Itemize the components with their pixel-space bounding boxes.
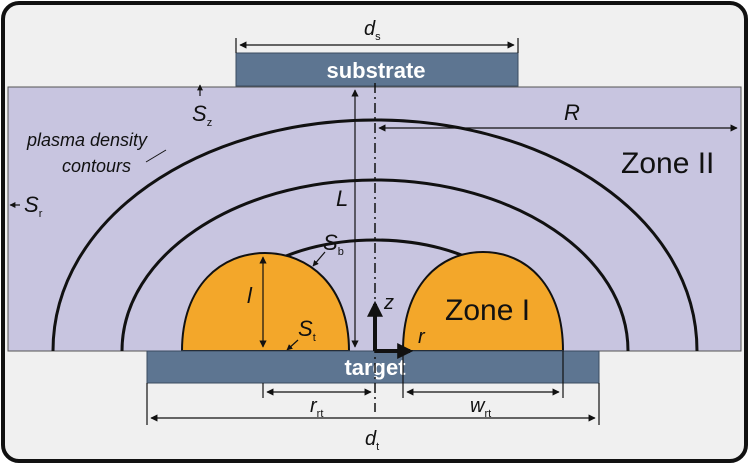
plasma-contour-outer: [51, 118, 699, 352]
z-label: z: [383, 292, 394, 314]
St-arrow: [286, 339, 299, 351]
St-label: St: [298, 316, 316, 344]
substrate-label: substrate: [326, 58, 425, 83]
R-label: R: [564, 100, 580, 125]
l-label: l: [247, 283, 253, 308]
ds-label: ds: [364, 18, 381, 43]
plasma-contours-label-line1: plasma density: [26, 130, 148, 150]
plasma-contour-middle: [120, 178, 630, 352]
plasma-contours-label-line2: contours: [62, 156, 131, 176]
Sr-label: Sr: [24, 192, 43, 220]
r-label: r: [418, 326, 426, 348]
Sb-label: Sb: [323, 230, 344, 258]
zone2-label: Zone II: [621, 147, 714, 180]
Sz-label: Sz: [192, 101, 212, 129]
target-bar: [146, 350, 600, 384]
plasma-contours-leader: [145, 149, 167, 163]
rrt-label: rrt: [310, 395, 323, 420]
zone1-right-hump: [401, 250, 565, 352]
dt-label: dt: [365, 428, 379, 453]
wrt-label: wrt: [470, 395, 491, 420]
Sb-arrow: [312, 251, 326, 267]
substrate-bar: [235, 52, 519, 87]
L-label: L: [336, 186, 348, 211]
zone1-label: Zone I: [445, 294, 530, 327]
